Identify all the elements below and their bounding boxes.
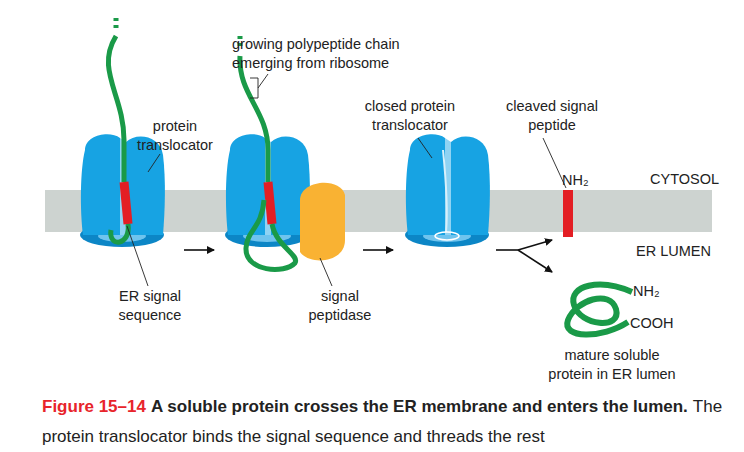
protein-translocator: [80, 18, 165, 247]
terminus-label: COOH: [630, 314, 680, 333]
callout-label: signal peptidase: [300, 287, 380, 325]
callout-label: growing polypeptide chain emerging from …: [232, 35, 442, 73]
figure-number: Figure 15–14: [42, 397, 146, 416]
mature-protein: [567, 285, 632, 335]
signal-peptidase-shape: [300, 183, 345, 261]
callout-label: closed protein translocator: [350, 97, 470, 135]
protein-translocator: [225, 36, 345, 269]
terminus-label: NH₂: [562, 171, 602, 190]
cleaved-peptide: [563, 190, 573, 237]
callout-label: protein translocator: [125, 117, 225, 155]
terminus-label: NH₂: [633, 282, 673, 301]
figure-caption: Figure 15–14 A soluble protein crosses th…: [42, 392, 742, 452]
callout-label: ER signal sequence: [105, 287, 195, 325]
closed-translocator: [405, 134, 490, 247]
step-arrows: [184, 240, 552, 272]
callout-label: mature soluble protein in ER lumen: [542, 346, 682, 384]
leader-lines: [127, 74, 566, 286]
callout-label: cleaved signal peptide: [497, 97, 607, 135]
compartment-label: ER LUMEN: [636, 242, 726, 261]
caption-heading: A soluble protein crosses the ER membran…: [151, 397, 688, 416]
compartment-label: CYTOSOL: [650, 170, 730, 189]
